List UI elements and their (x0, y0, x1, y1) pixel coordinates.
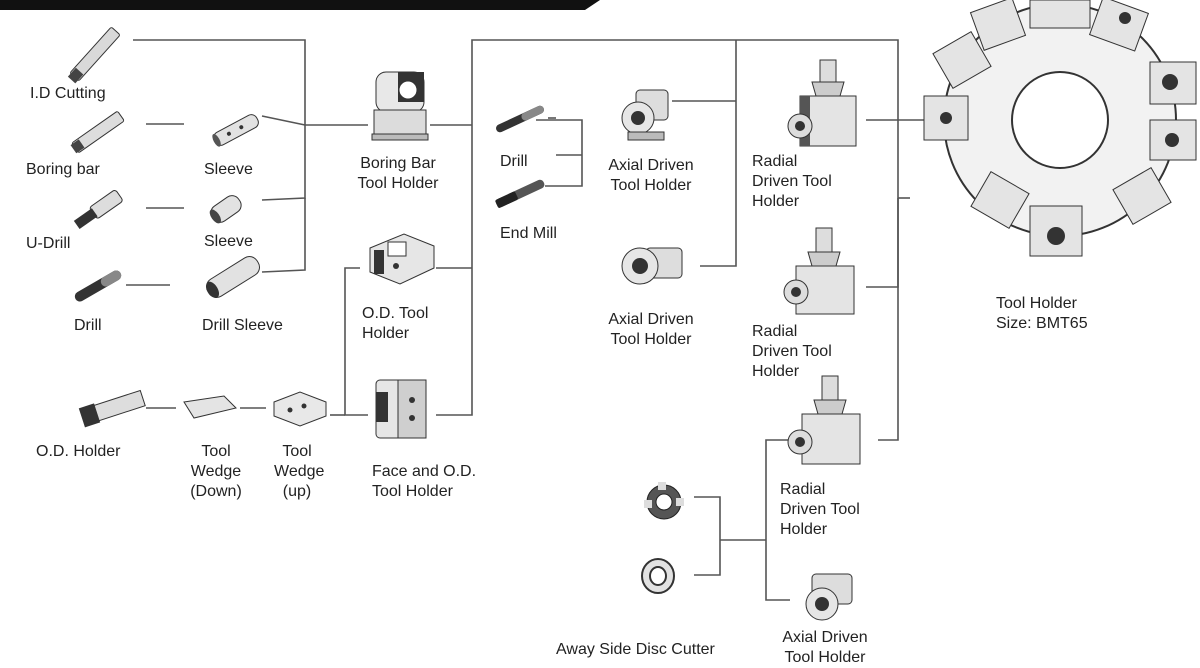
label-boring-bar: Boring bar (26, 161, 100, 178)
label-od-holder: O.D. Holder (36, 443, 121, 460)
end-mill-icon (495, 179, 545, 208)
tool-wedge-icon (273, 391, 327, 427)
label-turret: Tool Holder Size: BMT65 (996, 295, 1088, 332)
radial-driven-holder-icon (787, 59, 857, 147)
label-sleeve-2: Sleeve (204, 233, 253, 250)
label-boring-bar-tool-holder: Boring Bar Tool Holder (357, 155, 439, 192)
axial-driven-holder-icon (805, 573, 853, 621)
label-face-od-tool-holder: Face and O.D. Tool Holder (372, 463, 477, 500)
boring-bar-icon (70, 111, 125, 154)
label-id-cutting: I.D Cutting (30, 85, 106, 102)
label-u-drill: U-Drill (26, 235, 71, 252)
label-sleeve-1: Sleeve (204, 161, 253, 178)
id-cutting-tool-icon (67, 27, 120, 84)
label-drill-sleeve: Drill Sleeve (202, 317, 283, 334)
od-holder-block-icon (369, 233, 435, 285)
turret-icon (923, 0, 1197, 257)
drill-bit-icon (74, 270, 122, 302)
axial-driven-holder-icon (621, 89, 669, 141)
disc-cutter-icon (644, 482, 684, 520)
drill-bit-icon (496, 105, 544, 133)
label-radial-driven-3: Radial Driven Tool Holder (780, 481, 860, 538)
label-tool-wedge-up: Tool Wedge (up) (274, 443, 325, 500)
face-od-holder-icon (375, 379, 427, 439)
header-bar (0, 0, 600, 10)
label-axial-driven-3: Axial Driven Tool Holder (782, 629, 868, 666)
drill-sleeve-icon (206, 256, 260, 298)
radial-driven-holder-icon (783, 227, 855, 315)
tool-wedge-icon (183, 395, 237, 419)
axial-driven-holder-icon (621, 247, 683, 285)
label-od-tool-holder: O.D. Tool Holder (362, 305, 429, 342)
washer-icon (641, 558, 675, 594)
u-drill-icon (73, 190, 123, 230)
sleeve-icon (209, 195, 242, 224)
label-tool-wedge-down: Tool Wedge (Down) (190, 443, 242, 500)
radial-driven-holder-icon (787, 375, 861, 465)
label-axial-driven-2: Axial Driven Tool Holder (608, 311, 694, 348)
label-away-side-disc-cutter: Away Side Disc Cutter (556, 641, 715, 658)
label-end-mill: End Mill (500, 225, 557, 242)
label-drill-mid: Drill (500, 153, 528, 170)
label-axial-driven-1: Axial Driven Tool Holder (608, 157, 694, 194)
label-radial-driven-2: Radial Driven Tool Holder (752, 323, 832, 380)
boring-bar-holder-icon (371, 71, 429, 141)
label-radial-driven-1: Radial Driven Tool Holder (752, 153, 832, 210)
od-holder-tool-icon (78, 389, 146, 428)
sleeve-icon (212, 114, 259, 147)
label-drill-left: Drill (74, 317, 102, 334)
